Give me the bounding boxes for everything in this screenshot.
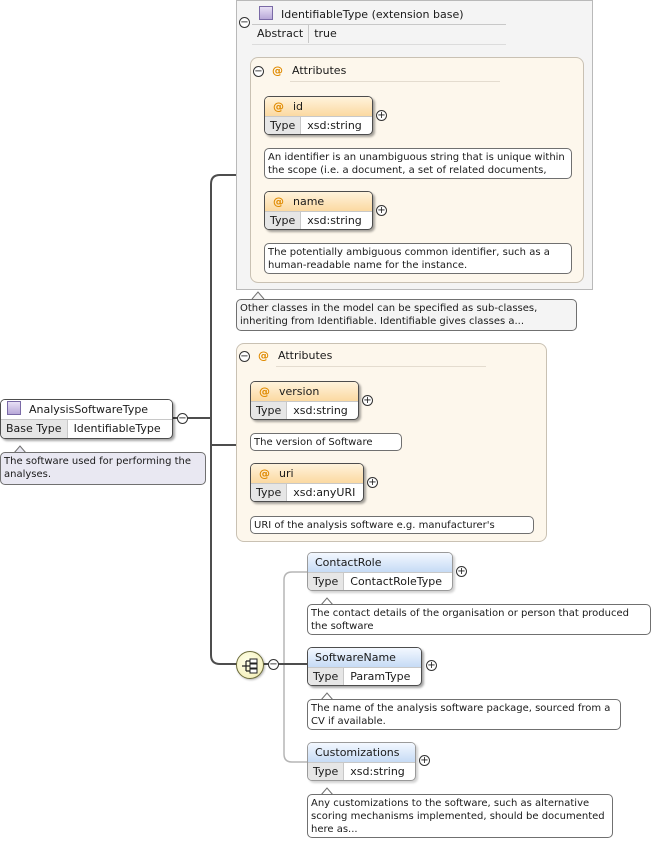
complex-type-icon bbox=[7, 401, 21, 415]
extension-annotation: Other classes in the model can be specif… bbox=[236, 299, 577, 331]
collapse-icon[interactable]: − bbox=[239, 17, 250, 28]
abstract-label: Abstract bbox=[252, 25, 310, 43]
own-attributes-title: @Attributes bbox=[258, 349, 333, 362]
element-customizations-name: Customizations bbox=[308, 743, 415, 762]
abstract-row: Abstract true bbox=[252, 25, 342, 43]
base-type-label: Base Type bbox=[1, 420, 68, 438]
element-customizations-annotation: Any customizations to the software, such… bbox=[307, 794, 613, 838]
element-contact-role-name: ContactRole bbox=[308, 553, 452, 572]
complex-type-icon bbox=[259, 6, 273, 20]
attribute-icon: @ bbox=[273, 195, 284, 208]
attribute-version-annotation: The version of Software used. bbox=[250, 433, 402, 451]
collapse-icon[interactable]: − bbox=[239, 351, 250, 362]
sequence-branches bbox=[283, 571, 307, 763]
attribute-icon: @ bbox=[258, 349, 269, 362]
element-software-name-annotation: The name of the analysis software packag… bbox=[307, 699, 621, 730]
attribute-version-name: version bbox=[279, 385, 320, 398]
base-type-value: IdentifiableType bbox=[67, 420, 167, 438]
attribute-uri-name: uri bbox=[279, 467, 294, 480]
collapse-icon[interactable]: − bbox=[268, 659, 279, 670]
attribute-name-name: name bbox=[293, 195, 325, 208]
attribute-id-name: id bbox=[293, 100, 304, 113]
attribute-icon: @ bbox=[273, 100, 284, 113]
attribute-icon: @ bbox=[259, 385, 270, 398]
root-type-box[interactable]: AnalysisSoftwareType Base Type Identifia… bbox=[0, 399, 173, 439]
collapse-icon[interactable]: − bbox=[177, 413, 188, 424]
abstract-value: true bbox=[314, 27, 337, 40]
element-contact-role-annotation: The contact details of the organisation … bbox=[307, 604, 651, 635]
extension-title: IdentifiableType (extension base) bbox=[259, 6, 464, 22]
collapse-icon[interactable]: − bbox=[253, 66, 264, 77]
expand-icon[interactable]: + bbox=[376, 110, 387, 121]
expand-icon[interactable]: + bbox=[456, 566, 467, 577]
attribute-id-annotation: An identifier is an unambiguous string t… bbox=[264, 148, 572, 179]
extension-attributes-title: @Attributes bbox=[272, 64, 347, 77]
root-type-name: AnalysisSoftwareType bbox=[29, 403, 149, 416]
trunk-line bbox=[210, 174, 237, 665]
expand-icon[interactable]: + bbox=[367, 477, 378, 488]
attribute-icon: @ bbox=[272, 64, 283, 77]
attribute-name-annotation: The potentially ambiguous common identif… bbox=[264, 243, 572, 274]
expand-icon[interactable]: + bbox=[376, 205, 387, 216]
sequence-compositor-icon[interactable] bbox=[236, 651, 264, 679]
attribute-icon: @ bbox=[259, 467, 270, 480]
expand-icon[interactable]: + bbox=[362, 395, 373, 406]
element-software-name-name: SoftwareName bbox=[308, 648, 421, 667]
attribute-uri-annotation: URI of the analysis software e.g. manufa… bbox=[250, 516, 534, 534]
root-annotation: The software used for performing the ana… bbox=[0, 452, 206, 485]
expand-icon[interactable]: + bbox=[419, 755, 430, 766]
expand-icon[interactable]: + bbox=[426, 660, 437, 671]
